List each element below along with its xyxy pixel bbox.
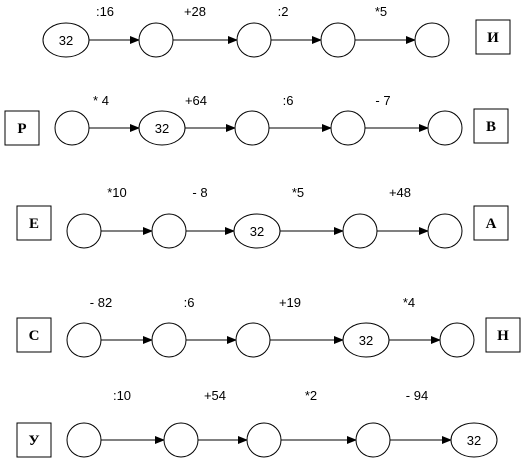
letter: У xyxy=(28,433,39,449)
empty-node[interactable] xyxy=(427,110,463,146)
node-value: 32 xyxy=(59,33,73,48)
operation-label: * 4 xyxy=(93,93,109,108)
operation-label: :6 xyxy=(184,295,195,310)
empty-node[interactable] xyxy=(138,22,174,58)
operation-label: - 82 xyxy=(90,295,112,310)
node-value: 32 xyxy=(467,433,481,448)
empty-node[interactable] xyxy=(163,422,199,458)
chain-5: :10 +54 *2 - 94 32 У xyxy=(16,388,498,458)
value-node[interactable] xyxy=(42,22,90,58)
operation-label: *5 xyxy=(292,185,304,200)
letter: Е xyxy=(29,216,39,232)
value-node[interactable] xyxy=(233,213,281,249)
operation-label: +54 xyxy=(204,388,226,403)
operation-label: +19 xyxy=(279,295,301,310)
operation-label: - 94 xyxy=(406,388,428,403)
chain-2: * 4 +64 :6 - 7 32 Р В xyxy=(4,93,509,146)
operation-label: +48 xyxy=(389,185,411,200)
right-letter-box xyxy=(473,108,509,144)
letter: Р xyxy=(17,121,26,137)
empty-node[interactable] xyxy=(246,422,282,458)
right-letter-box xyxy=(485,317,521,353)
empty-node[interactable] xyxy=(355,422,391,458)
empty-node[interactable] xyxy=(235,322,271,358)
value-node[interactable] xyxy=(138,110,186,146)
empty-node[interactable] xyxy=(54,110,90,146)
empty-node[interactable] xyxy=(439,322,475,358)
left-letter-box xyxy=(4,110,40,146)
letter: С xyxy=(29,328,40,344)
node-value: 32 xyxy=(250,224,264,239)
empty-node[interactable] xyxy=(414,22,450,58)
value-node[interactable] xyxy=(450,422,498,458)
empty-node[interactable] xyxy=(66,422,102,458)
operation-label: *2 xyxy=(305,388,317,403)
operation-label: :10 xyxy=(113,388,131,403)
node-value: 32 xyxy=(155,121,169,136)
operation-label: +64 xyxy=(185,93,207,108)
empty-node[interactable] xyxy=(320,22,356,58)
empty-node[interactable] xyxy=(234,110,270,146)
empty-node[interactable] xyxy=(427,213,463,249)
chain-3: *10 - 8 *5 +48 32 Е А xyxy=(16,185,509,249)
operation-label: :6 xyxy=(283,93,294,108)
operation-label: *10 xyxy=(107,185,127,200)
left-letter-box xyxy=(16,205,52,241)
operation-label: - 8 xyxy=(192,185,207,200)
letter: И xyxy=(487,30,499,46)
letter: В xyxy=(486,119,496,135)
chain-1: :16 +28 :2 *5 32 И xyxy=(42,4,511,58)
empty-node[interactable] xyxy=(66,213,102,249)
left-letter-box xyxy=(16,317,52,353)
node-value: 32 xyxy=(359,333,373,348)
right-letter-box xyxy=(473,205,509,241)
operation-label: +28 xyxy=(184,4,206,19)
left-letter-box xyxy=(16,422,52,458)
empty-node[interactable] xyxy=(236,22,272,58)
operation-label: :2 xyxy=(278,4,289,19)
operation-label: :16 xyxy=(96,4,114,19)
letter: Н xyxy=(497,328,509,344)
value-node[interactable] xyxy=(342,322,390,358)
empty-node[interactable] xyxy=(330,110,366,146)
right-letter-box xyxy=(475,19,511,55)
operation-label: *4 xyxy=(403,295,415,310)
letter: А xyxy=(486,216,497,232)
operation-label: *5 xyxy=(375,4,387,19)
empty-node[interactable] xyxy=(66,322,102,358)
empty-node[interactable] xyxy=(151,322,187,358)
empty-node[interactable] xyxy=(151,213,187,249)
empty-node[interactable] xyxy=(342,213,378,249)
operation-label: - 7 xyxy=(375,93,390,108)
chain-4: - 82 :6 +19 *4 32 С Н xyxy=(16,295,521,358)
